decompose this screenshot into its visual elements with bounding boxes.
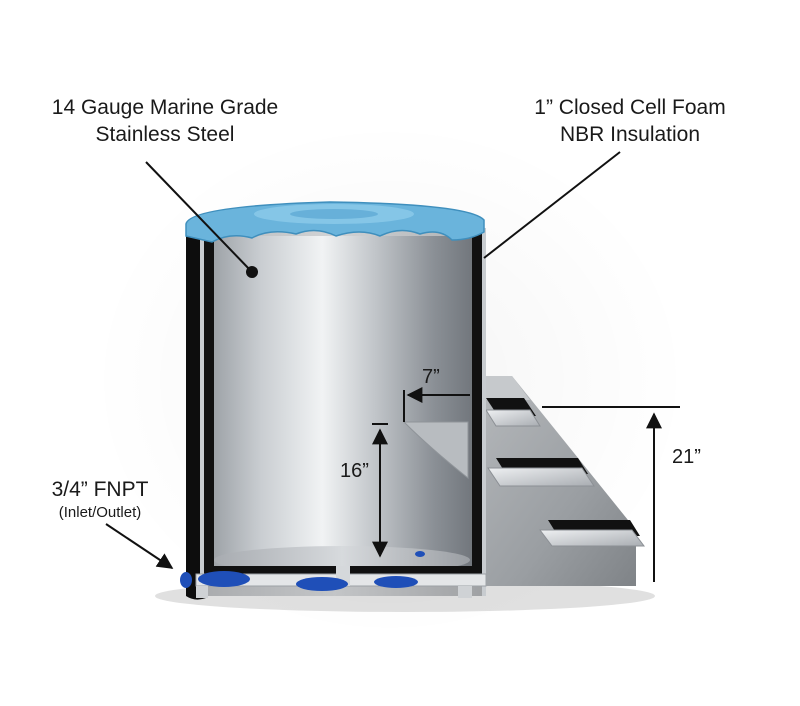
foam-callout: 1” Closed Cell Foam NBR Insulation [510,94,750,148]
steel-shell-left [200,230,204,596]
insulation-wall-left [204,230,214,574]
inner-ledge [402,421,469,480]
step-box-top [484,376,530,400]
drain-port [415,551,425,557]
inlet-fitting-left [198,571,250,587]
fnpt-leader-arrow [105,523,174,569]
inner-steel-chamber [214,236,472,566]
steel-leader-line [145,161,253,273]
tank [180,201,487,600]
foam-callout-line2: NBR Insulation [559,123,701,146]
inlet-fitting-center [296,577,348,591]
step-shelf-3 [539,529,645,547]
steel-callout-line1: 14 Gauge Marine Grade [51,96,279,119]
insulation-wall-right [472,230,482,574]
steel-shell-right [482,228,486,596]
lid-groove [290,209,378,219]
step-unit [484,376,645,586]
fnpt-callout: 3/4” FNPT (Inlet/Outlet) [30,476,170,523]
steel-leader-dot [246,266,258,278]
dim-16-label: 16” [340,460,369,482]
foot-right [458,586,472,598]
fnpt-callout-line1: 3/4” FNPT [51,478,149,501]
step-shelf-2 [487,467,595,487]
step-shelf-1 [485,409,541,427]
dim-21-label: 21” [672,446,701,468]
fnpt-callout-line2: (Inlet/Outlet) [58,504,142,521]
dim-7-label: 7” [422,366,440,388]
foam-leader-line [483,151,621,259]
fnpt-port [180,572,192,588]
steel-callout-line2: Stainless Steel [95,123,235,146]
foam-callout-line1: 1” Closed Cell Foam [534,96,726,119]
inlet-fitting-right [374,576,418,588]
steel-callout: 14 Gauge Marine Grade Stainless Steel [34,94,296,148]
foot-left [196,586,208,598]
